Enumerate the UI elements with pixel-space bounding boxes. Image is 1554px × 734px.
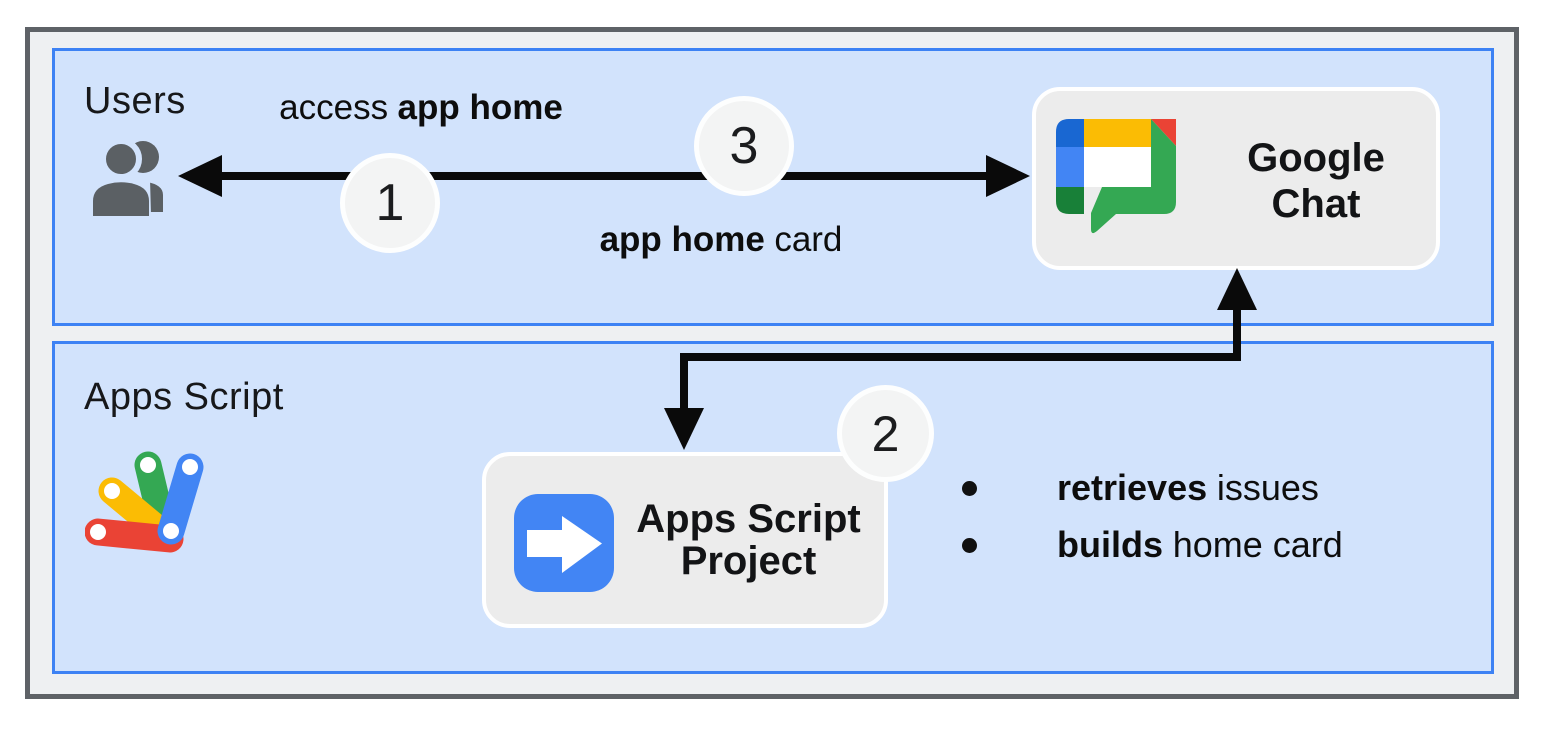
edge-label-card-bold: app home (599, 220, 765, 259)
node-google-chat: Google Chat (1032, 87, 1440, 270)
step-badge-3: 3 (694, 96, 794, 196)
node-apps-script-project-label-line1: Apps Script (636, 497, 861, 541)
node-google-chat-label-line2: Chat (1271, 182, 1361, 226)
node-apps-script-project-label: Apps Script Project (621, 498, 876, 582)
bullet1-rest: issues (1216, 467, 1319, 508)
edge-label-access-bold: app home (397, 88, 563, 127)
node-apps-script-project: Apps Script Project (482, 452, 888, 628)
google-chat-logo (1056, 119, 1176, 234)
node-apps-script-project-label-line2: Project (680, 539, 817, 583)
lane-apps-script-title: Apps Script (84, 376, 284, 418)
lane-users-title: Users (84, 80, 186, 122)
bullet-retrieves-issues: retrieves issues (962, 467, 1343, 508)
users-group-icon (93, 138, 169, 218)
bullet1-bold: retrieves (1057, 467, 1208, 508)
step2-bullet-list: retrieves issues builds home card (962, 467, 1343, 582)
node-google-chat-label-line1: Google (1247, 136, 1385, 180)
step-badge-2: 2 (837, 385, 934, 482)
edge-label-access-regular: access (279, 88, 389, 127)
bullet-builds-home-card: builds home card (962, 524, 1343, 565)
apps-script-logo (85, 451, 204, 553)
bullet-dot (962, 480, 977, 496)
bullet2-rest: home card (1172, 524, 1343, 565)
bullet-dot (962, 537, 977, 553)
bullet2-bold: builds (1057, 524, 1163, 565)
step-badge-1: 1 (340, 153, 440, 253)
deploy-arrow-icon (514, 494, 614, 592)
node-google-chat-label: Google Chat (1196, 135, 1436, 227)
edge-label-card-regular: card (774, 220, 843, 259)
